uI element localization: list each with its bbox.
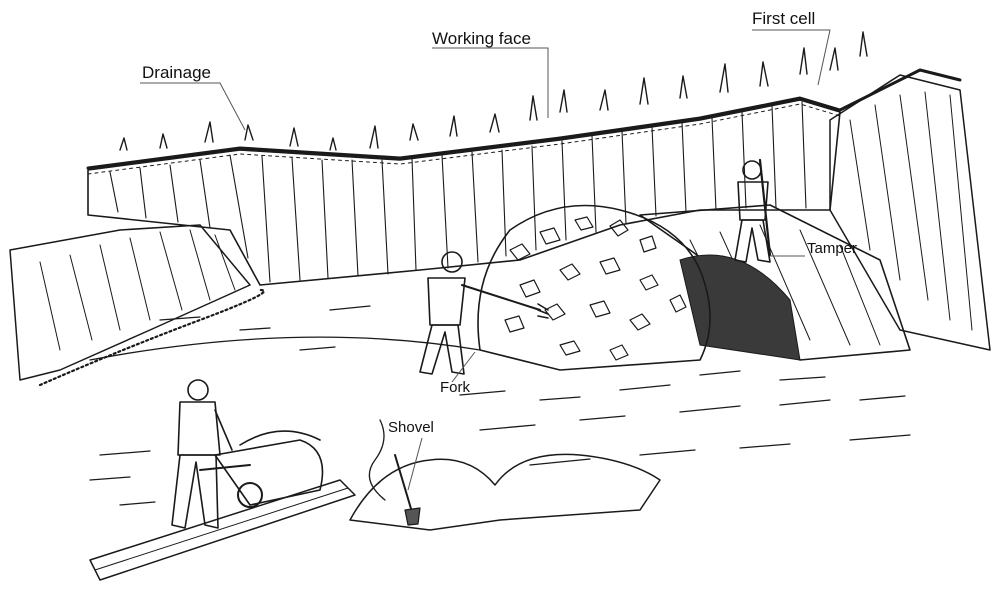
surface-vegetation (120, 32, 867, 150)
waste-pile (478, 206, 710, 371)
first-cell-label: First cell (752, 9, 815, 28)
left-embankment (10, 225, 264, 385)
drainage-layer (88, 70, 960, 174)
plank-board (90, 480, 355, 580)
drainage-label: Drainage (142, 63, 211, 82)
right-embankment (830, 75, 990, 350)
tamper-label: Tamper (807, 240, 857, 257)
worker-tamper (735, 160, 770, 262)
fork-label: Fork (440, 379, 471, 396)
worker-fork (420, 252, 548, 374)
first-cell-ramp (640, 205, 910, 360)
shovel-label: Shovel (388, 419, 434, 436)
soil-mounds (350, 454, 660, 530)
working-face-label: Working face (432, 29, 531, 48)
